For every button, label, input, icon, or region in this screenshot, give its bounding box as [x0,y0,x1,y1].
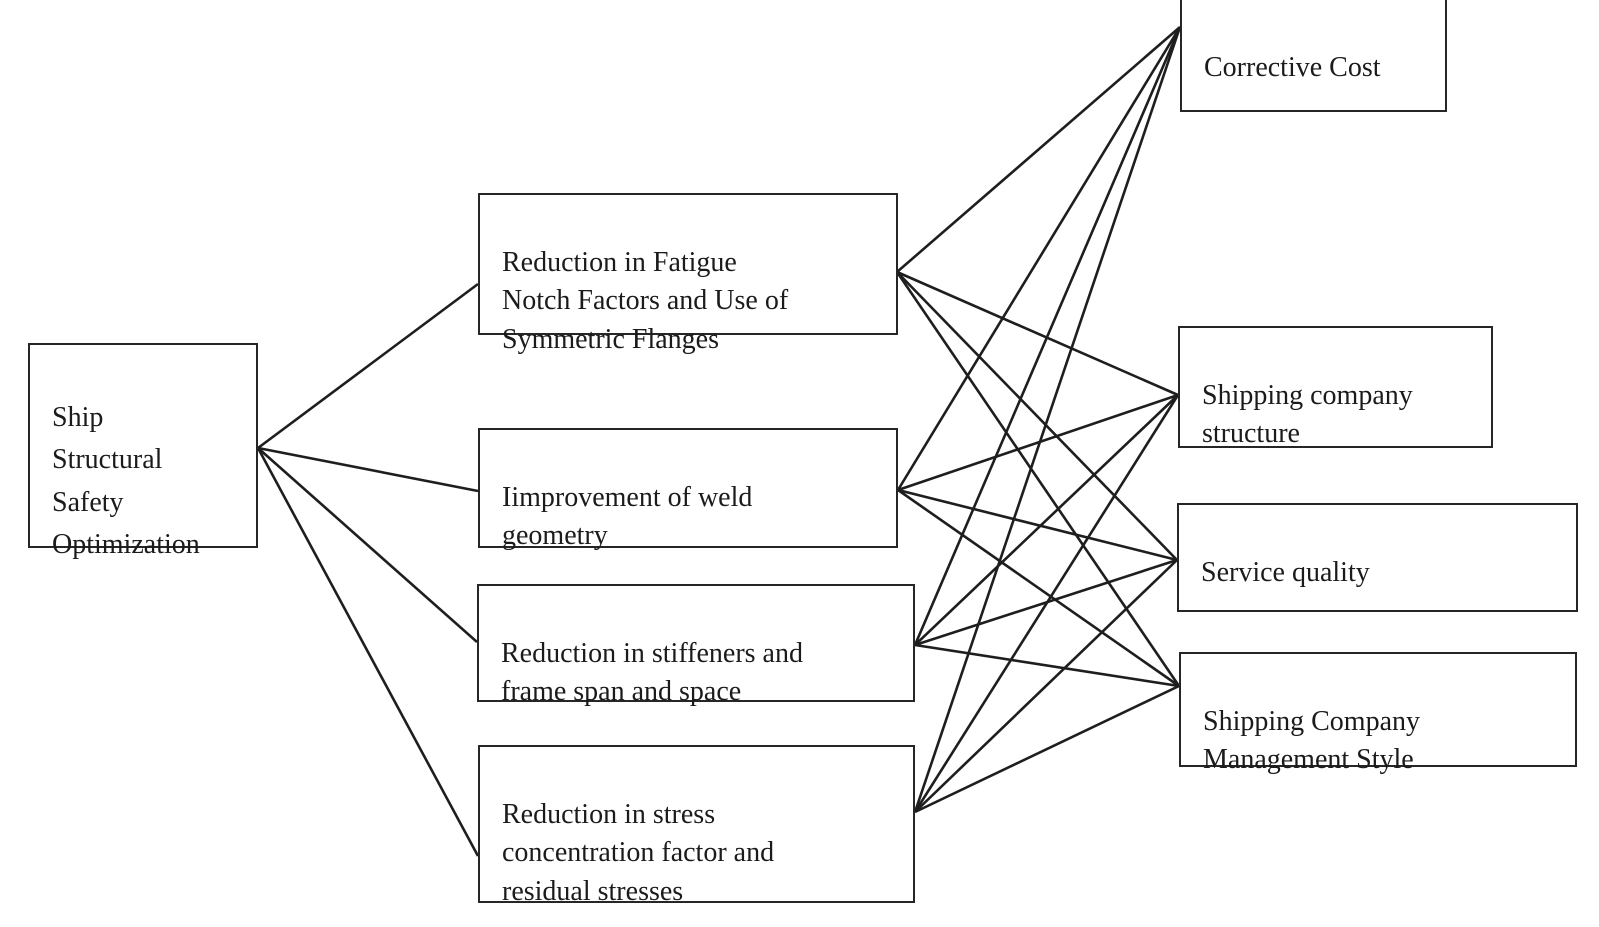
node-label: Shipping Company Management Style [1203,705,1421,776]
node-improvement-of-weld-geometry: Iimprovement of weld geometry [478,428,898,551]
edge-line [914,684,1180,814]
edge-line [896,26,1181,273]
node-label: Reduction in stress concentration factor… [502,798,775,907]
node-ship-structural-safety-optimization: Ship Structural Safety Optimization [28,343,258,560]
node-shipping-company-structure: Shipping company structure [1178,326,1493,450]
edge-line [257,446,479,493]
node-label: Iimprovement of weld geometry [502,481,753,552]
edge-line [897,488,1180,688]
node-reduction-fatigue-notch-factors: Reduction in Fatigue Notch Factors and U… [478,193,898,355]
edge-line [895,271,1181,687]
edge-line [256,447,480,857]
node-service-quality: Service quality [1177,503,1578,612]
node-label: Service quality [1201,556,1370,588]
node-label: Shipping company structure [1202,379,1413,450]
edge-line [257,282,479,450]
edge-line [914,394,1179,646]
node-reduction-stress-concentration: Reduction in stress concentration factor… [478,745,915,907]
node-label: Reduction in Fatigue Notch Factors and U… [502,246,789,355]
edge-line [257,447,478,643]
node-label: Reduction in stiffeners and frame span a… [501,637,803,708]
node-corrective-cost: Corrective Cost [1180,0,1447,112]
edge-line [896,271,1178,561]
edge-line [913,26,1182,813]
node-label: Corrective Cost [1204,51,1381,83]
edge-line [897,488,1178,562]
edge-line [896,270,1179,397]
edge-line [913,26,1182,646]
edge-line [914,643,1180,688]
edge-line [913,394,1180,813]
edge-line [914,559,1178,813]
node-reduction-stiffeners-frame-span: Reduction in stiffeners and frame span a… [477,584,915,707]
edge-line [896,26,1182,491]
edge-line [897,393,1179,492]
node-shipping-company-management-style: Shipping Company Management Style [1179,652,1577,775]
node-label: Ship Structural Safety Optimization [52,401,200,561]
